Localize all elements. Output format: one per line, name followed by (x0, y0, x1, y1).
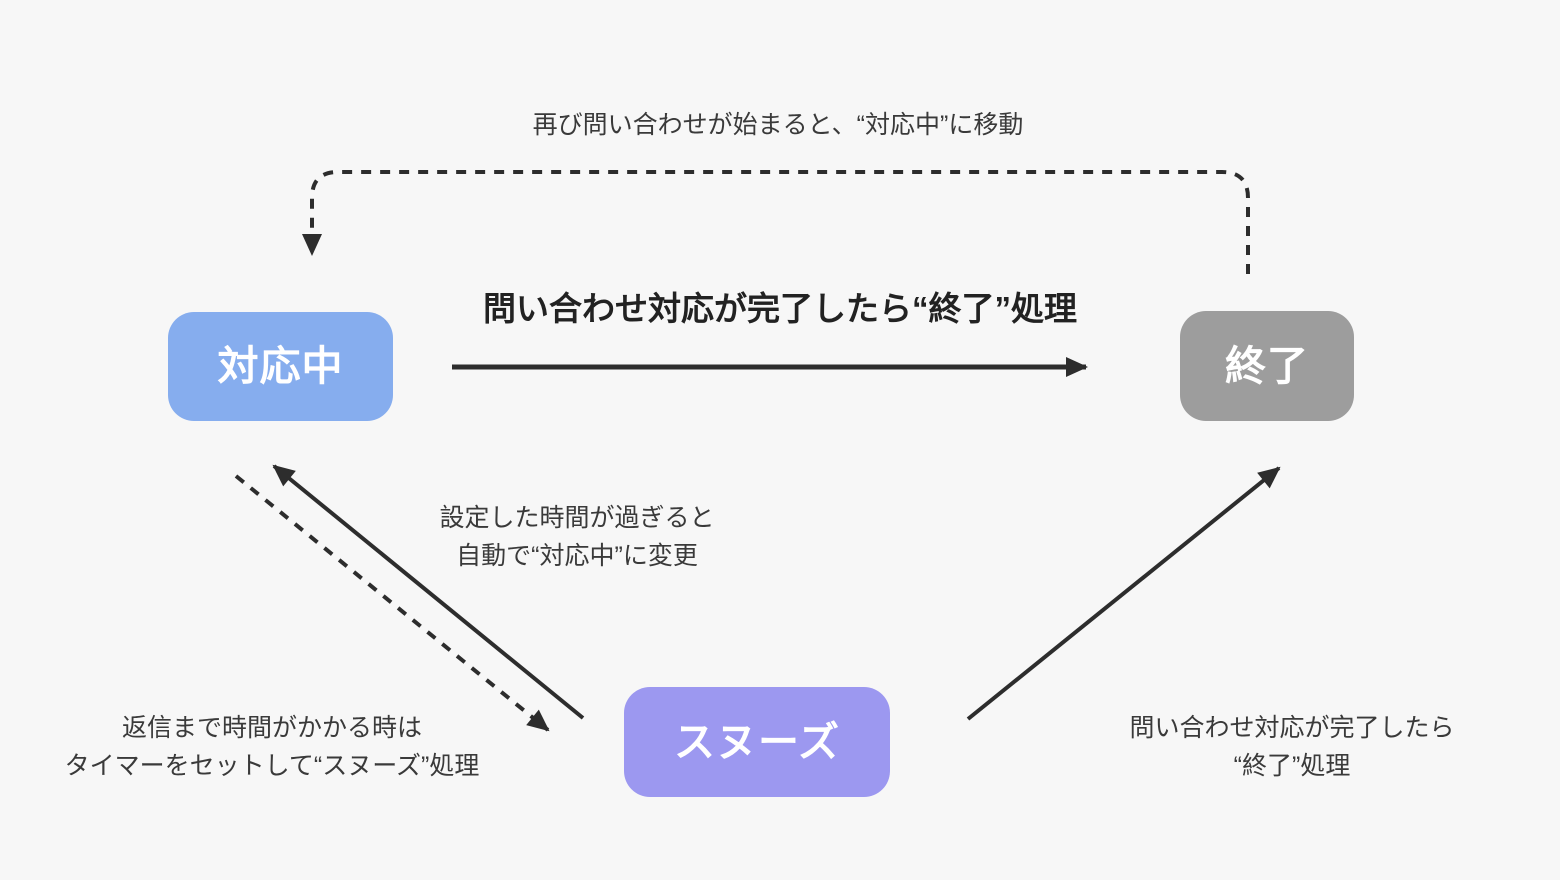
edge-label-reopen: 再び問い合わせが始まると、“対応中”に移動 (532, 111, 1024, 139)
edge-label-snooze-set: 返信まで時間がかかる時は タイマーをセットして“スヌーズ”処理 (65, 709, 480, 785)
edge-label-snooze-release: 設定した時間が過ぎると 自動で“対応中”に変更 (439, 499, 714, 575)
state-node-closed: 終了 (1180, 311, 1354, 421)
state-node-snoozed: スヌーズ (624, 687, 890, 797)
edge-snooze-close-arrow (966, 466, 1281, 721)
edge-label-snooze-release-line1: 設定した時間が過ぎると (439, 504, 715, 532)
edge-reopen-arrow (302, 170, 1250, 274)
edge-label-snooze-close-line1: 問い合わせ対応が完了したら (1129, 714, 1455, 742)
edge-label-snooze-close-line2: “終了”処理 (1233, 752, 1351, 780)
edge-snooze-release-arrow (272, 464, 585, 720)
state-node-in-progress: 対応中 (168, 312, 393, 421)
edge-label-snooze-close: 問い合わせ対応が完了したら “終了”処理 (1129, 709, 1454, 785)
edge-label-snooze-set-line1: 返信まで時間がかかる時は (121, 714, 422, 742)
edge-label-snooze-release-line2: 自動で“対応中”に変更 (456, 542, 698, 570)
edge-label-snooze-set-line2: タイマーをセットして“スヌーズ”処理 (64, 752, 480, 780)
edge-label-complete: 問い合わせ対応が完了したら“終了”処理 (483, 290, 1077, 327)
